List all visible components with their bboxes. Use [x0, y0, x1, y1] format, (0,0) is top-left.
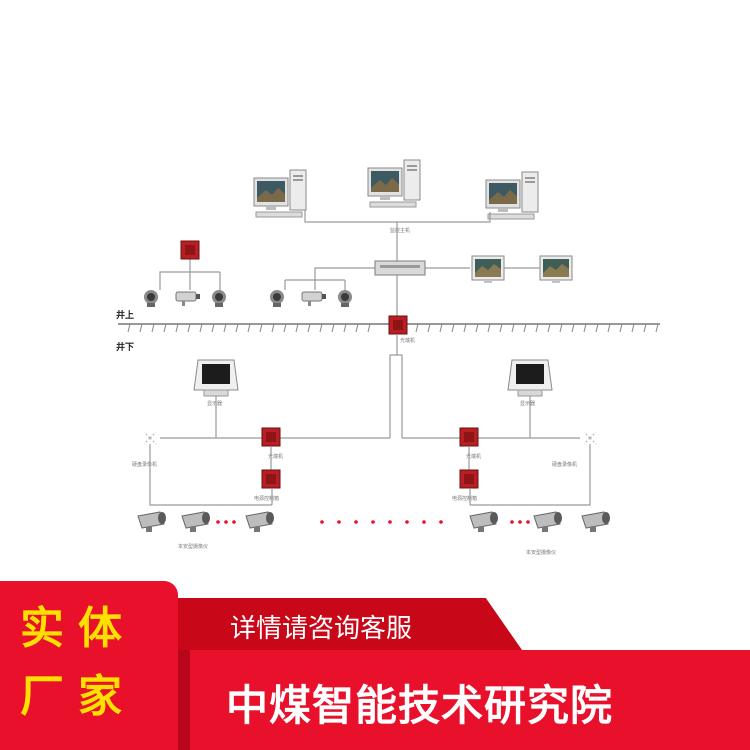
workstation-left [253, 169, 307, 218]
dome-camera-icon [270, 290, 284, 307]
dome-camera-icon [212, 290, 226, 307]
display-top-right [539, 255, 573, 284]
display-left [193, 359, 239, 397]
ex-camera-icon [469, 511, 499, 533]
optical-transceiver-left [261, 427, 281, 447]
optical-transceiver-left-label: 光端机 [268, 453, 283, 460]
dome-camera-icon [144, 290, 158, 307]
display-left-label: 显示器 [207, 401, 222, 407]
display-right [507, 359, 553, 397]
optical-transceiver-right-label: 光端机 [466, 453, 481, 460]
power-controller-right-label: 电源控制箱 [452, 495, 477, 502]
power-controller-left [261, 469, 281, 489]
bullet-camera-icon [175, 291, 201, 307]
hdd-recorder-left [143, 431, 157, 445]
ex-camera-left-label: 本安型摄像仪 [178, 543, 208, 550]
banner-left-line2: 厂家 [20, 671, 136, 722]
monitor-host [367, 159, 421, 208]
top-red-unit [180, 240, 200, 260]
hdd-recorder-left-label: 硬盘录像机 [132, 461, 157, 468]
banner-company-name: 中煤智能技术研究院 [226, 681, 614, 730]
network-diagram: 监控主机 [116, 159, 660, 556]
ellipsis-dots [510, 520, 530, 524]
optical-transceiver-top-label: 光端机 [400, 337, 415, 344]
monitor-host-label: 监控主机 [390, 227, 410, 234]
dome-camera-icon [338, 290, 352, 307]
banner-left-line1: 实体 [20, 603, 136, 654]
display-right-label: 显示器 [520, 401, 535, 407]
display-top-left [471, 255, 505, 284]
optical-transceiver-right [459, 427, 479, 447]
workstation-right [485, 171, 539, 220]
middle-ellipsis-dots [320, 520, 443, 524]
hdd-recorder-right [583, 431, 597, 445]
banner-bottom-strip: 中煤智能技术研究院 [178, 650, 750, 750]
banner-divider [178, 650, 190, 750]
bullet-camera-icon [301, 291, 327, 307]
ex-camera-icon [245, 511, 275, 533]
above-ground-label: 井上 [116, 309, 134, 321]
ex-camera-icon [181, 511, 211, 533]
banner-top-text: 详情请咨询客服 [230, 614, 413, 644]
ex-camera-icon [533, 511, 563, 533]
power-controller-left-label: 电源控制箱 [254, 495, 279, 502]
optical-transceiver-top [388, 315, 408, 335]
power-controller-right [459, 469, 479, 489]
banner-top-strip: 详情请咨询客服 [160, 598, 522, 650]
ex-camera-right-label: 本安型摄像仪 [526, 549, 556, 556]
hdd-recorder-right-label: 硬盘录像机 [552, 461, 577, 468]
below-ground-label: 井下 [116, 341, 134, 353]
banner-left-block: 实体 厂家 [0, 581, 178, 750]
ellipsis-dots [216, 520, 236, 524]
ex-camera-icon [137, 511, 167, 533]
ex-camera-icon [581, 511, 611, 533]
